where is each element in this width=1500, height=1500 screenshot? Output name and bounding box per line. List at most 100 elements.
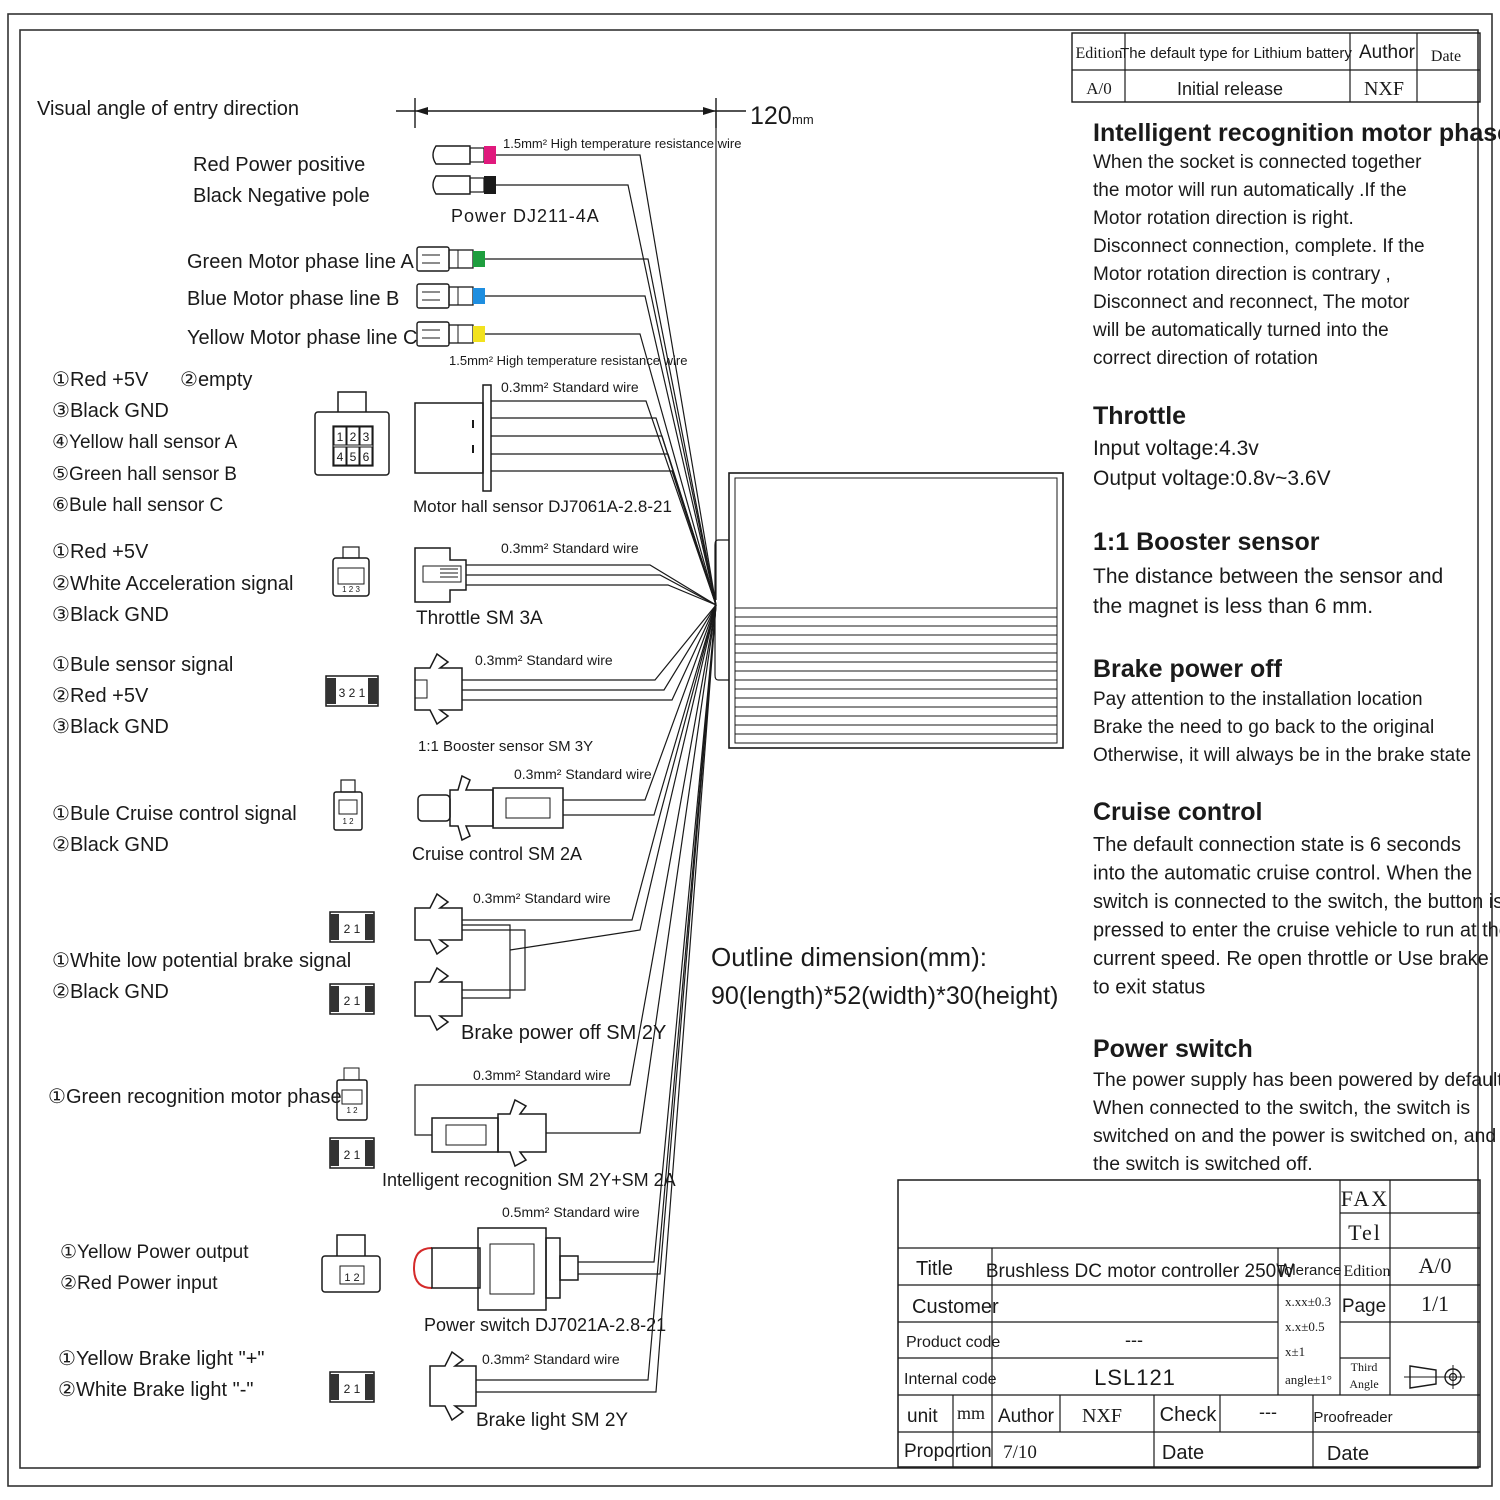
hall-pin5-label: ⑤Green hall sensor B <box>52 464 237 485</box>
note-line: The power supply has been powered by def… <box>1093 1069 1500 1091</box>
tb-title-value: Brushless DC motor controller 250W <box>986 1261 1294 1282</box>
rev-date-label: Date <box>1431 48 1461 65</box>
brake-wire-note: 0.3mm² Standard wire <box>473 890 611 906</box>
note-line: pressed to enter the cruise vehicle to r… <box>1093 920 1500 942</box>
cruise-pin2-label: ②Black GND <box>52 834 169 856</box>
revision-table: Edition The default type for Lithium bat… <box>1071 32 1481 103</box>
brake-light-group: ①Yellow Brake light "+" ②White Brake lig… <box>58 1348 628 1431</box>
wire <box>496 184 717 606</box>
brakelight-pin2-label: ②White Brake light "-" <box>58 1379 254 1401</box>
cruise-group: ①Bule Cruise control signal ②Black GND 1… <box>52 766 652 864</box>
hall-connector-name: Motor hall sensor DJ7061A-2.8-21 <box>413 497 672 516</box>
tb-third-angle-2: Angle <box>1349 1377 1378 1391</box>
tb-author-value: NXF <box>1082 1405 1122 1427</box>
wire <box>491 400 717 606</box>
switch-pin2-label: ②Red Power input <box>60 1273 218 1294</box>
note-line: When connected to the switch, the switch… <box>1093 1097 1470 1119</box>
power-connector-group: Red Power positive Black Negative pole 1… <box>193 136 741 226</box>
note-title: Cruise control <box>1093 798 1262 826</box>
entry-direction-label: Visual angle of entry direction <box>37 98 299 120</box>
hall-pin-number: 3 <box>363 430 370 444</box>
brake-pin-numbers-2: 2 1 <box>344 994 361 1008</box>
cruise-wire-note: 0.3mm² Standard wire <box>514 766 652 782</box>
brake-connector-name: Brake power off SM 2Y <box>461 1022 666 1044</box>
cruise-connector-name: Cruise control SM 2A <box>412 844 582 864</box>
brake-connector-face-1: 2 1 <box>329 911 375 943</box>
tb-tol3: x±1 <box>1285 1344 1305 1359</box>
cruise-connector-face: 1 2 <box>333 779 363 831</box>
rev-desc-label: The default type for Lithium battery <box>1120 45 1352 62</box>
hall-pin4-label: ④Yellow hall sensor A <box>52 432 238 453</box>
brakelight-wire-note: 0.3mm² Standard wire <box>482 1351 620 1367</box>
brake-pin-numbers-1: 2 1 <box>344 922 361 936</box>
note-line: the switch is switched off. <box>1093 1153 1313 1175</box>
rev-desc-value: Initial release <box>1177 79 1283 99</box>
power-connector-name: Power DJ211-4A <box>451 206 600 226</box>
tb-third-angle-1: Third <box>1351 1360 1378 1374</box>
brakelight-connector-side <box>429 1350 477 1422</box>
hall-pin-number: 6 <box>363 450 370 464</box>
brake-pin1-label: ①White low potential brake signal <box>52 950 351 972</box>
cruise-pin-numbers: 1 2 <box>342 817 354 826</box>
hall-pin1-label: ①Red +5V <box>52 369 149 391</box>
phase-plug <box>416 246 485 272</box>
wire <box>491 435 717 606</box>
tb-proportion-label: Proportion <box>904 1441 992 1462</box>
hall-connector-side <box>414 384 492 492</box>
throttle-pin3-label: ③Black GND <box>52 604 169 626</box>
note-line: switched on and the power is switched on… <box>1093 1125 1496 1147</box>
wire <box>578 604 717 1275</box>
booster-pin-numbers: 3 2 1 <box>339 686 366 700</box>
recognition-pin1-label: ①Green recognition motor phase <box>48 1086 342 1108</box>
wire <box>476 604 717 1393</box>
switch-pin-numbers: 1 2 <box>344 1272 359 1284</box>
hall-pin-cell <box>346 426 360 446</box>
wire <box>466 584 717 606</box>
wire <box>466 564 717 606</box>
brake-connector-side-2 <box>414 966 463 1032</box>
tb-tol1: x.xx±0.3 <box>1285 1294 1331 1309</box>
recognition-group: ①Green recognition motor phase 1 2 2 1 0… <box>48 1067 676 1190</box>
phase-wire-note: 1.5mm² High temperature resistance wire <box>449 353 687 368</box>
wire <box>462 604 717 691</box>
note-line: will be automatically turned into the <box>1092 320 1389 341</box>
switch-pin1-label: ①Yellow Power output <box>60 1242 249 1263</box>
note-line: Output voltage:0.8v~3.6V <box>1093 467 1331 490</box>
brake-pin2-label: ②Black GND <box>52 981 169 1003</box>
wire <box>563 604 717 816</box>
hall-pin-cell <box>359 426 373 446</box>
booster-wire-note: 0.3mm² Standard wire <box>475 652 613 668</box>
dimension-120: 120 mm <box>396 98 814 600</box>
note-line: Motor rotation direction is contrary , <box>1093 264 1391 285</box>
phase-c-label: Yellow Motor phase line C <box>187 327 418 349</box>
phase-plug <box>416 321 485 347</box>
power-wire-note: 1.5mm² High temperature resistance wire <box>503 136 741 151</box>
hall-pin-number: 5 <box>350 450 357 464</box>
tb-page-value: 1/1 <box>1421 1291 1449 1316</box>
throttle-wire-note: 0.3mm² Standard wire <box>501 540 639 556</box>
cooling-fins <box>735 607 1057 735</box>
hall-pin-number: 2 <box>350 430 357 444</box>
note-title: 1:1 Booster sensor <box>1093 528 1320 556</box>
tb-tol2: x.x±0.5 <box>1285 1319 1325 1334</box>
power-plug-black <box>432 175 496 195</box>
outline-title: Outline dimension(mm): <box>711 942 987 972</box>
tb-date-label-2: Date <box>1327 1443 1369 1465</box>
wire <box>466 574 717 606</box>
tb-check-value: --- <box>1259 1402 1277 1422</box>
note-line: The distance between the sensor and <box>1093 565 1443 588</box>
power-switch-group: ①Yellow Power output ②Red Power input 1 … <box>60 1204 666 1335</box>
booster-connector-side <box>414 652 463 726</box>
note-line: Otherwise, it will always be in the brak… <box>1093 745 1471 766</box>
tb-unit-value: mm <box>957 1403 985 1423</box>
note-line: the motor will run automatically .If the <box>1093 180 1407 201</box>
wire <box>578 604 717 1263</box>
wire <box>509 604 717 951</box>
wire <box>485 295 717 606</box>
recognition-connector-name: Intelligent recognition SM 2Y+SM 2A <box>382 1170 676 1190</box>
tb-title-label: Title <box>916 1258 953 1280</box>
booster-group: ①Bule sensor signal ②Red +5V ③Black GND … <box>52 652 613 755</box>
cruise-pin1-label: ①Bule Cruise control signal <box>52 803 297 825</box>
tb-tol4: angle±1° <box>1285 1372 1332 1387</box>
wire-harness <box>414 154 717 1393</box>
